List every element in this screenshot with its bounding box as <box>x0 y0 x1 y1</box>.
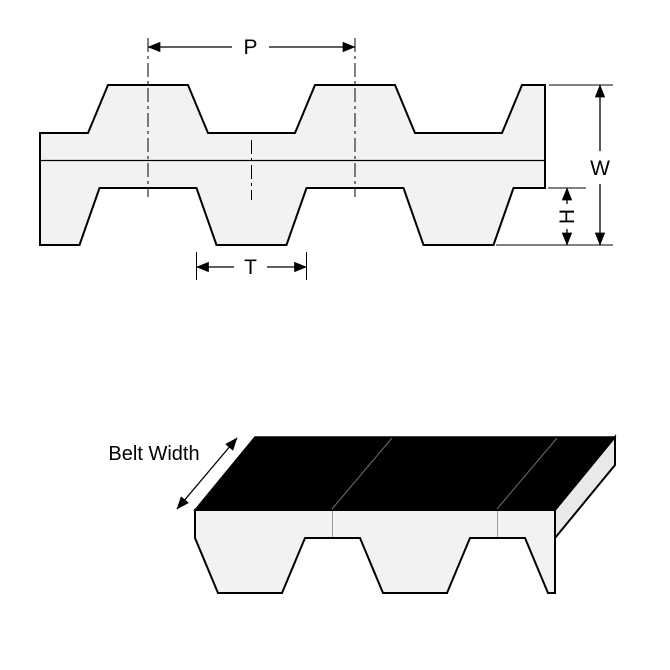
belt-side-face <box>554 434 616 541</box>
dimension-tooth-height: H <box>548 187 586 246</box>
belt-width-arrow <box>176 437 238 510</box>
dimension-pitch: P <box>147 36 356 59</box>
belt-top-surface <box>193 436 617 511</box>
dimension-tooth-width: T <box>195 252 308 280</box>
top-surface-seam-left <box>331 437 393 510</box>
tooth-height-label: H <box>556 209 579 224</box>
pitch-label: P <box>243 36 257 59</box>
top-surface-seam-right <box>496 437 558 510</box>
tooth-width-label: T <box>244 256 257 279</box>
isometric-view: Belt Width <box>108 434 617 594</box>
dimension-overall-width: W <box>496 84 613 246</box>
cross-section-view: P W H T <box>39 36 613 280</box>
belt-cross-section-profile <box>39 84 546 246</box>
belt-front-face <box>194 509 556 594</box>
overall-width-label: W <box>590 157 610 180</box>
belt-width-label: Belt Width <box>108 443 199 465</box>
